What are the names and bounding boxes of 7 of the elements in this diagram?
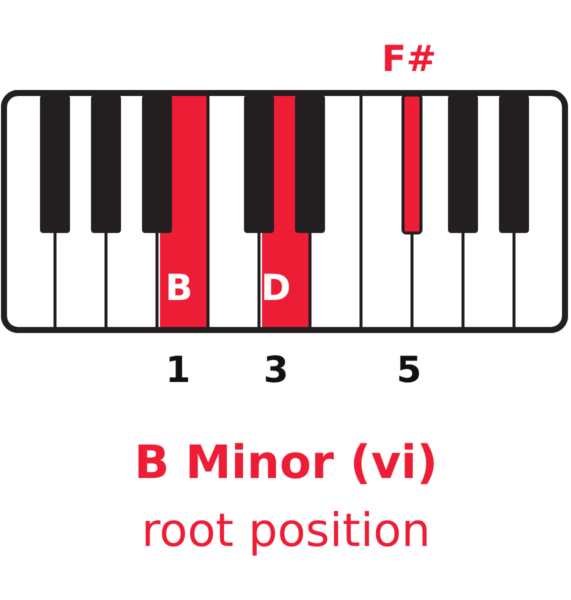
note-label: D xyxy=(261,271,291,307)
finger-number: 1 xyxy=(165,353,191,389)
finger-number: 3 xyxy=(263,353,289,389)
note-label: F# xyxy=(382,42,436,78)
finger-number: 5 xyxy=(396,353,422,389)
note-label: B xyxy=(165,271,193,307)
chord-title: B Minor (vi) xyxy=(134,439,438,485)
